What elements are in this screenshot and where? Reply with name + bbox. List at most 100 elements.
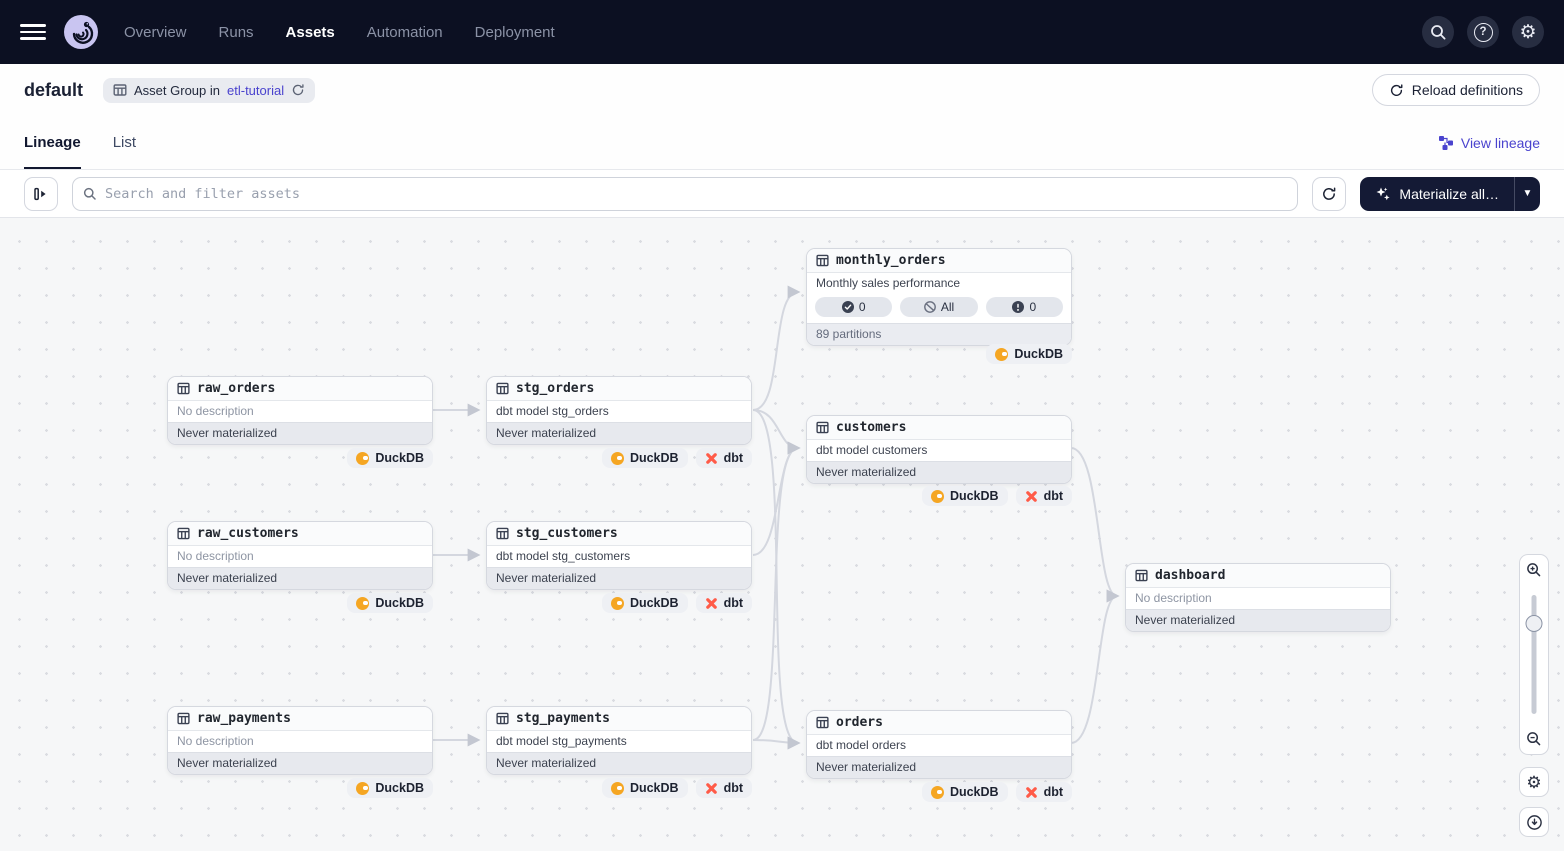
hamburger-menu-button[interactable] xyxy=(20,19,46,45)
dbt-badge: dbt xyxy=(695,593,752,613)
dbt-icon xyxy=(1025,490,1037,502)
duckdb-badge: DuckDB xyxy=(986,344,1072,364)
asset-node-raw-customers[interactable]: raw_customers No description Never mater… xyxy=(167,521,433,590)
duckdb-icon xyxy=(356,596,370,610)
asset-node-stg-orders[interactable]: stg_orders dbt model stg_orders Never ma… xyxy=(486,376,752,445)
view-lineage-link[interactable]: View lineage xyxy=(1438,116,1540,169)
asset-group-label: Asset Group in xyxy=(134,82,221,98)
table-icon xyxy=(496,527,509,540)
graph-settings-button[interactable]: ⚙ xyxy=(1519,767,1549,797)
asset-name: dashboard xyxy=(1155,568,1226,583)
asset-node-raw-payments[interactable]: raw_payments No description Never materi… xyxy=(167,706,433,775)
materialize-dropdown-button[interactable]: ▼ xyxy=(1514,176,1540,211)
duckdb-icon xyxy=(995,347,1009,361)
asset-node-raw-orders[interactable]: raw_orders No description Never material… xyxy=(167,376,433,445)
duckdb-badge: DuckDB xyxy=(601,448,688,468)
duckdb-icon xyxy=(930,785,944,799)
duckdb-icon xyxy=(610,451,624,465)
check-circle-icon xyxy=(841,301,854,313)
asset-description: dbt model stg_payments xyxy=(496,734,627,748)
materialize-all-button[interactable]: Materialize all… xyxy=(1360,177,1514,211)
nav-item-deployment[interactable]: Deployment xyxy=(474,23,555,41)
nav-item-assets[interactable]: Assets xyxy=(285,23,335,41)
asset-node-stg-payments[interactable]: stg_payments dbt model stg_payments Neve… xyxy=(486,706,752,775)
dbt-icon xyxy=(705,782,717,794)
table-icon xyxy=(496,712,509,725)
zoom-slider-knob[interactable] xyxy=(1525,615,1543,632)
asset-description: dbt model orders xyxy=(816,738,907,752)
asset-status: Never materialized xyxy=(168,752,432,774)
top-nav: Overview Runs Assets Automation Deployme… xyxy=(0,0,1564,64)
table-icon xyxy=(496,382,509,395)
asset-name: monthly_orders xyxy=(836,253,946,268)
duckdb-badge: DuckDB xyxy=(921,782,1008,802)
asset-node-stg-customers[interactable]: stg_customers dbt model stg_customers Ne… xyxy=(486,521,752,590)
partitions-missing-pill: All xyxy=(900,297,978,317)
refresh-graph-button[interactable] xyxy=(1312,176,1347,211)
reload-definitions-button[interactable]: Reload definitions xyxy=(1371,74,1540,106)
asset-badges: DuckDB dbt xyxy=(486,448,752,468)
asset-node-orders[interactable]: orders dbt model orders Never materializ… xyxy=(806,710,1072,779)
duckdb-icon xyxy=(356,451,370,465)
asset-node-dashboard[interactable]: dashboard No description Never materiali… xyxy=(1125,563,1391,632)
reload-icon xyxy=(1389,83,1404,98)
search-icon xyxy=(83,187,97,201)
search-input[interactable] xyxy=(105,185,1288,202)
sidebar-toggle-button[interactable] xyxy=(24,176,58,211)
duckdb-badge: DuckDB xyxy=(921,486,1008,506)
nav-item-runs[interactable]: Runs xyxy=(218,23,254,41)
asset-description: dbt model customers xyxy=(816,443,928,457)
tab-list[interactable]: List xyxy=(112,134,137,151)
asset-node-monthly-orders[interactable]: monthly_orders Monthly sales performance… xyxy=(806,248,1072,346)
nav-item-overview[interactable]: Overview xyxy=(124,23,187,41)
partitions-failed-pill: 0 xyxy=(985,297,1063,317)
zoom-in-icon xyxy=(1527,563,1541,577)
duckdb-icon xyxy=(930,489,944,503)
asset-name: raw_orders xyxy=(197,381,276,396)
global-search-button[interactable] xyxy=(1422,16,1454,48)
zoom-out-button[interactable] xyxy=(1520,724,1548,754)
duckdb-icon xyxy=(610,596,624,610)
asset-badges: DuckDB dbt xyxy=(486,778,752,798)
error-circle-icon xyxy=(1012,301,1025,313)
asset-status: Never materialized xyxy=(1126,609,1390,631)
duckdb-badge: DuckDB xyxy=(347,778,433,798)
duckdb-icon xyxy=(610,781,624,795)
asset-status: Never materialized xyxy=(487,567,751,589)
zoom-slider[interactable] xyxy=(1520,585,1548,724)
table-icon xyxy=(816,421,829,434)
dbt-badge: dbt xyxy=(695,448,752,468)
asset-badges: DuckDB xyxy=(167,593,433,613)
asset-description: No description xyxy=(177,404,254,418)
graph-toolbar: Materialize all… ▼ xyxy=(0,170,1564,218)
asset-badges: DuckDB xyxy=(167,778,433,798)
gear-icon: ⚙ xyxy=(1526,772,1542,792)
asset-search-field xyxy=(72,176,1299,211)
partition-status-pills: 0 All 0 xyxy=(807,294,1071,323)
help-button[interactable]: ? xyxy=(1467,16,1499,48)
table-icon xyxy=(816,716,829,729)
asset-description: Monthly sales performance xyxy=(816,276,961,290)
asset-name: raw_payments xyxy=(197,711,291,726)
refresh-icon xyxy=(291,83,305,97)
dagster-logo xyxy=(64,15,98,49)
asset-name: orders xyxy=(836,715,883,730)
refresh-icon xyxy=(1321,186,1337,202)
nav-item-automation[interactable]: Automation xyxy=(366,23,443,41)
tab-lineage[interactable]: Lineage xyxy=(24,116,81,169)
asset-node-customers[interactable]: customers dbt model customers Never mate… xyxy=(806,415,1072,484)
lineage-graph-canvas[interactable]: monthly_orders Monthly sales performance… xyxy=(0,218,1564,851)
view-tabs: Lineage List View lineage xyxy=(0,116,1564,170)
zoom-in-button[interactable] xyxy=(1520,555,1548,585)
duckdb-badge: DuckDB xyxy=(347,593,433,613)
code-location-link[interactable]: etl-tutorial xyxy=(227,82,285,98)
search-icon xyxy=(1430,24,1447,41)
dbt-icon xyxy=(705,452,717,464)
lineage-graph-icon xyxy=(1438,135,1454,151)
user-settings-button[interactable]: ⚙ xyxy=(1512,16,1544,48)
asset-name: customers xyxy=(836,420,907,435)
recenter-view-button[interactable] xyxy=(1519,807,1549,837)
asset-status: 89 partitions xyxy=(807,323,1071,345)
slash-circle-icon xyxy=(923,301,936,313)
gear-icon: ⚙ xyxy=(1519,21,1537,43)
